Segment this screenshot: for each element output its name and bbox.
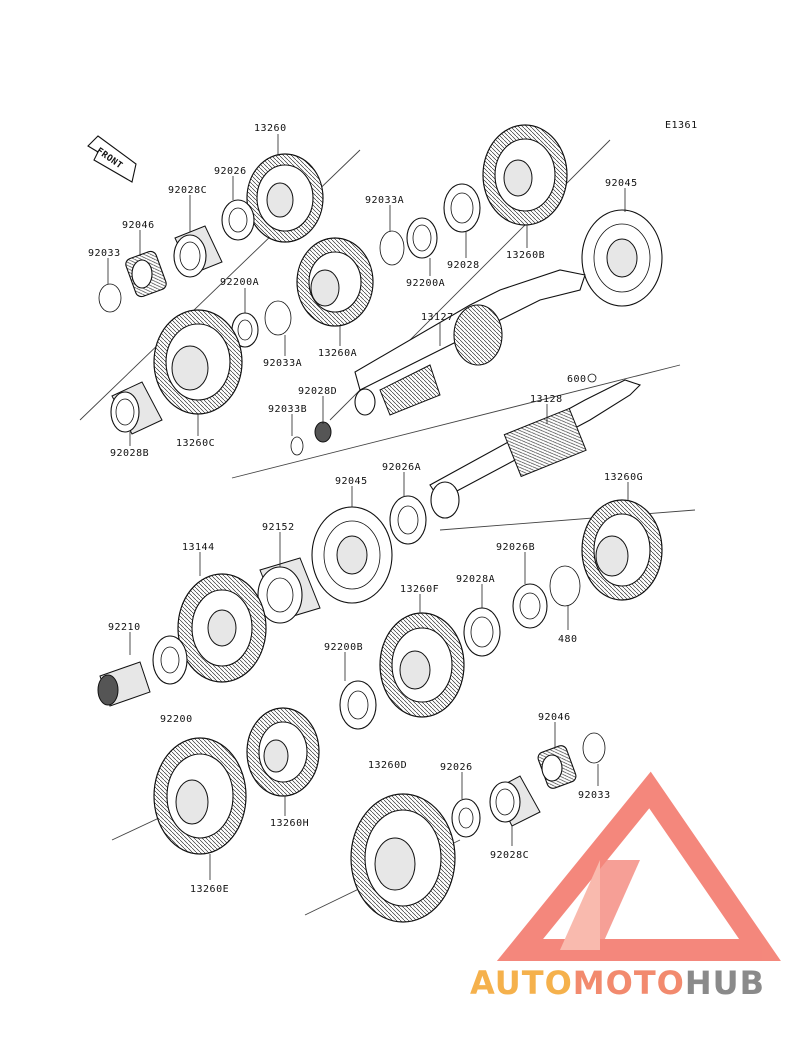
leader-lines (107, 134, 629, 880)
bearing-92045-top (581, 209, 663, 307)
label-13260: 13260 (254, 123, 287, 134)
label-92026-bottom: 92026 (440, 762, 473, 773)
gear-13260F (379, 612, 465, 718)
label-13144: 13144 (182, 542, 215, 553)
gear-13260D (350, 793, 456, 923)
label-92033-bottom: 92033 (578, 790, 611, 801)
shaft-13127 (354, 269, 586, 416)
label-13260A: 13260A (318, 348, 357, 359)
label-13260F: 13260F (400, 584, 439, 595)
label-480: 480 (558, 634, 578, 645)
label-92033A-upper: 92033A (365, 195, 404, 206)
label-92026-top: 92026 (214, 166, 247, 177)
watermark-part-auto: AUTO (470, 964, 573, 1002)
shaft-13128 (429, 379, 642, 519)
washer-92200 (152, 635, 188, 685)
label-92028B: 92028B (110, 448, 149, 459)
nut-92210 (97, 661, 151, 707)
label-92200A-upper: 92200A (406, 278, 445, 289)
triangle-logo-icon (496, 771, 781, 961)
automotohub-watermark-logo (496, 771, 781, 961)
label-13260H: 13260H (270, 818, 309, 829)
front-arrow-icon: FRONT (87, 135, 137, 183)
diagram-code: E1361 (665, 120, 698, 131)
label-92028C-top: 92028C (168, 185, 207, 196)
label-92026B: 92026B (496, 542, 535, 553)
label-13260C: 13260C (176, 438, 215, 449)
spacer-92152 (257, 557, 321, 624)
circlip-92033A-upper (379, 230, 405, 266)
part-labels: 13260 92026 92028C 92046 92033 92033A 92… (88, 123, 643, 895)
label-13127: 13127 (421, 312, 454, 323)
sprocket-13144 (177, 573, 267, 683)
label-92028A: 92028A (456, 574, 495, 585)
washer-92026A (389, 495, 427, 545)
washer-92026-bottom (451, 798, 481, 838)
watermark-part-moto: MOTO (573, 964, 685, 1002)
label-92026A: 92026A (382, 462, 421, 473)
label-13260E: 13260E (190, 884, 229, 895)
label-92028: 92028 (447, 260, 480, 271)
label-92045-mid: 92045 (335, 476, 368, 487)
bearing-92046-top (125, 250, 167, 298)
label-92033-top: 92033 (88, 248, 121, 259)
gear-13260 (246, 153, 324, 243)
gear-13260A (296, 237, 374, 327)
bushing-92028C-top (173, 225, 223, 278)
bushing-92028C-bottom (489, 775, 541, 827)
bearing-92046-bottom (537, 745, 577, 789)
collar-92028D (314, 421, 332, 443)
label-13260D: 13260D (368, 760, 407, 771)
label-92046-bottom: 92046 (538, 712, 571, 723)
label-92033A-mid: 92033A (263, 358, 302, 369)
label-92200A-mid: 92200A (220, 277, 259, 288)
label-92033B: 92033B (268, 404, 307, 415)
washer-92026B (512, 583, 548, 629)
dot-600 (587, 373, 597, 383)
gear-13260G (581, 499, 663, 601)
label-92200B: 92200B (324, 642, 363, 653)
label-92028C-bottom: 92028C (490, 850, 529, 861)
circlip-92033-bottom (582, 732, 606, 764)
label-92045-top: 92045 (605, 178, 638, 189)
washer-92026-top (221, 199, 255, 241)
bushing-92028A (463, 607, 501, 657)
circlip-480 (549, 565, 581, 607)
label-600: 600 (567, 374, 587, 385)
bushing-92028B (110, 381, 163, 435)
washer-92200B (339, 680, 377, 730)
axis-middle (231, 364, 681, 479)
label-13260B: 13260B (506, 250, 545, 261)
label-13260G: 13260G (604, 472, 643, 483)
watermark-text: AUTOMOTOHUB (470, 964, 765, 1002)
label-92200: 92200 (160, 714, 193, 725)
label-13128: 13128 (530, 394, 563, 405)
circlip-92033A-mid (264, 300, 292, 336)
circlip-92033-top (98, 283, 122, 313)
washer-92200A-upper (406, 217, 438, 259)
gear-13260B (482, 124, 568, 226)
gear-13260C (153, 309, 243, 415)
circlip-92033B (290, 436, 304, 456)
label-92152: 92152 (262, 522, 295, 533)
label-92046-top: 92046 (122, 220, 155, 231)
gear-13260H (246, 707, 320, 797)
axis-lower-right (439, 509, 696, 531)
label-92210: 92210 (108, 622, 141, 633)
watermark-part-hub: HUB (685, 964, 765, 1002)
bushing-92028 (443, 183, 481, 233)
gear-13260E (153, 737, 247, 855)
label-92028D: 92028D (298, 386, 337, 397)
bearing-92045-mid (311, 506, 393, 604)
